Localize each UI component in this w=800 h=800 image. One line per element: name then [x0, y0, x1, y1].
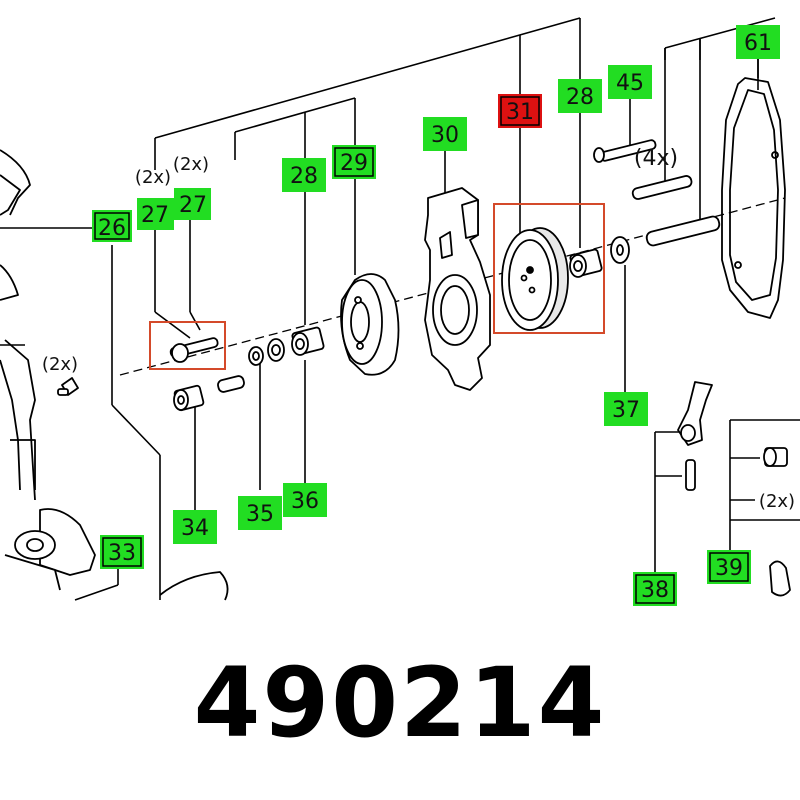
quantity-39: (2x)	[759, 491, 795, 512]
left-housing-drawing	[0, 149, 36, 501]
parts-39-drawing	[763, 447, 791, 597]
part-33-drawing	[4, 508, 96, 591]
callout-27-left-text: 27	[141, 203, 169, 228]
motor-housing-drawing	[159, 571, 229, 601]
bolt-27-drawing	[169, 337, 219, 363]
washer-36-drawing	[267, 338, 285, 362]
callout-37-text: 37	[612, 398, 640, 423]
callout-27-left[interactable]: 27	[137, 198, 174, 230]
callout-36-text: 36	[291, 489, 319, 514]
callout-29-text: 29	[340, 151, 368, 176]
pulley-31-drawing	[501, 227, 569, 331]
callout-38[interactable]: 38	[633, 572, 677, 606]
highlight-boxes	[149, 203, 605, 370]
quantity-annotations: (2x) (2x) (4x) (2x) (2x)	[42, 146, 795, 512]
washer-35-drawing	[248, 346, 264, 366]
highlight-box-pulley	[493, 203, 605, 334]
callout-30[interactable]: 30	[423, 117, 467, 151]
callout-35[interactable]: 35	[238, 496, 282, 530]
part-number: 490214	[193, 647, 607, 759]
callout-labels: 26 27 27 28 29 30 31 28	[92, 25, 780, 606]
callout-34-text: 34	[181, 516, 209, 541]
lever-38-drawing	[677, 381, 713, 491]
quantity-left-screw: (2x)	[42, 354, 78, 375]
small-screw-drawing	[57, 377, 79, 396]
bushing-34-drawing	[173, 384, 205, 412]
callout-37[interactable]: 37	[604, 392, 648, 426]
callout-27-right-text: 27	[179, 193, 207, 218]
callout-31-text: 31	[506, 100, 534, 125]
leader-lines	[0, 17, 800, 601]
callout-45[interactable]: 45	[608, 65, 652, 99]
pins-45-drawing	[593, 139, 721, 247]
quantity-27-left: (2x)	[135, 167, 171, 188]
washer-37-drawing	[610, 236, 630, 264]
quantity-45: (4x)	[634, 146, 678, 171]
callout-33-text: 33	[108, 541, 136, 566]
gasket-61-drawing	[721, 77, 786, 319]
callout-28-right[interactable]: 28	[558, 79, 602, 113]
quantity-27-right: (2x)	[173, 154, 209, 175]
callout-28-right-text: 28	[566, 85, 594, 110]
callout-26[interactable]: 26	[92, 210, 132, 242]
callout-61-text: 61	[744, 31, 772, 56]
callout-28-left[interactable]: 28	[282, 158, 326, 192]
pin-drawing	[217, 375, 245, 393]
housing-30-drawing	[424, 187, 491, 391]
callout-27-right[interactable]: 27	[174, 188, 211, 220]
highlight-box-bolt	[149, 321, 226, 370]
callout-31[interactable]: 31	[498, 94, 542, 128]
callout-35-text: 35	[246, 502, 274, 527]
callout-26-text: 26	[98, 216, 126, 241]
flange-29-drawing	[340, 273, 400, 376]
parts	[0, 77, 791, 601]
callout-33[interactable]: 33	[100, 535, 144, 569]
callout-39[interactable]: 39	[707, 550, 751, 584]
callout-29[interactable]: 29	[332, 145, 376, 179]
callout-36[interactable]: 36	[283, 483, 327, 517]
callout-30-text: 30	[431, 123, 459, 148]
callout-39-text: 39	[715, 556, 743, 581]
bushing-28-right-drawing	[569, 248, 603, 278]
bushing-28-left-drawing	[291, 326, 325, 356]
callout-38-text: 38	[641, 578, 669, 603]
callout-61[interactable]: 61	[736, 25, 780, 59]
callout-45-text: 45	[616, 71, 644, 96]
callout-34[interactable]: 34	[173, 510, 217, 544]
callout-28-left-text: 28	[290, 164, 318, 189]
